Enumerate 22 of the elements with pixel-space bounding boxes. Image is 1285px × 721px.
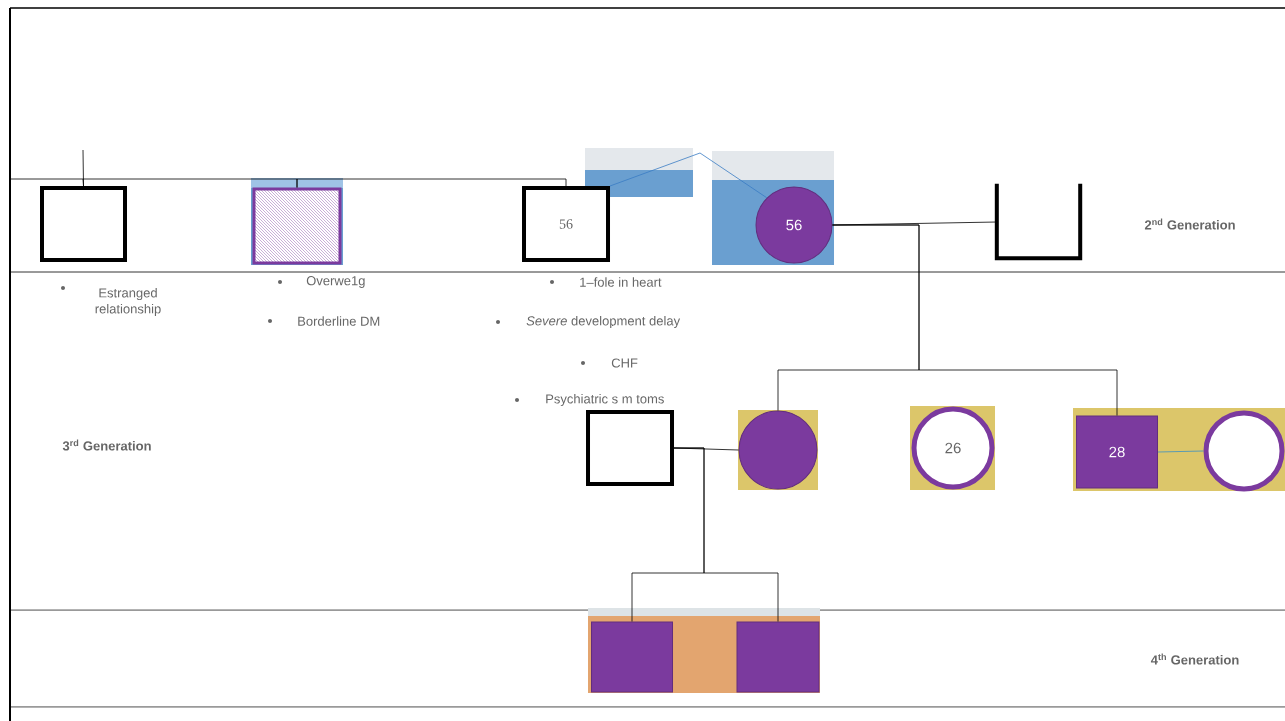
square-symbol [736, 621, 820, 693]
circle-symbol [1203, 410, 1285, 492]
square-symbol [591, 621, 673, 693]
note-text: CHF [611, 358, 638, 368]
generation-label: 2$^{nd}$ Generation [1144, 218, 1235, 230]
connector-line [82, 178, 298, 188]
connector-line [609, 152, 768, 199]
note-text: Overwe1g [306, 276, 365, 288]
square-symbol [40, 186, 127, 262]
connector-line [296, 178, 567, 188]
note-text: Severe development delay [526, 315, 681, 329]
note-text: Estranged relationship [95, 287, 161, 317]
note-text: Borderline DM [298, 316, 380, 326]
connector-line [673, 447, 779, 622]
connector-line [832, 221, 998, 226]
generation-label: 3$^{rd}$ Generation [62, 439, 151, 451]
connector-line [1157, 450, 1204, 453]
generation-label: 4$^{th}$ Generation [1150, 653, 1239, 665]
note-text: 1–fole in heart [580, 277, 662, 287]
circle-symbol [738, 410, 818, 490]
square-symbol [586, 410, 674, 486]
connector-line [832, 224, 1118, 416]
